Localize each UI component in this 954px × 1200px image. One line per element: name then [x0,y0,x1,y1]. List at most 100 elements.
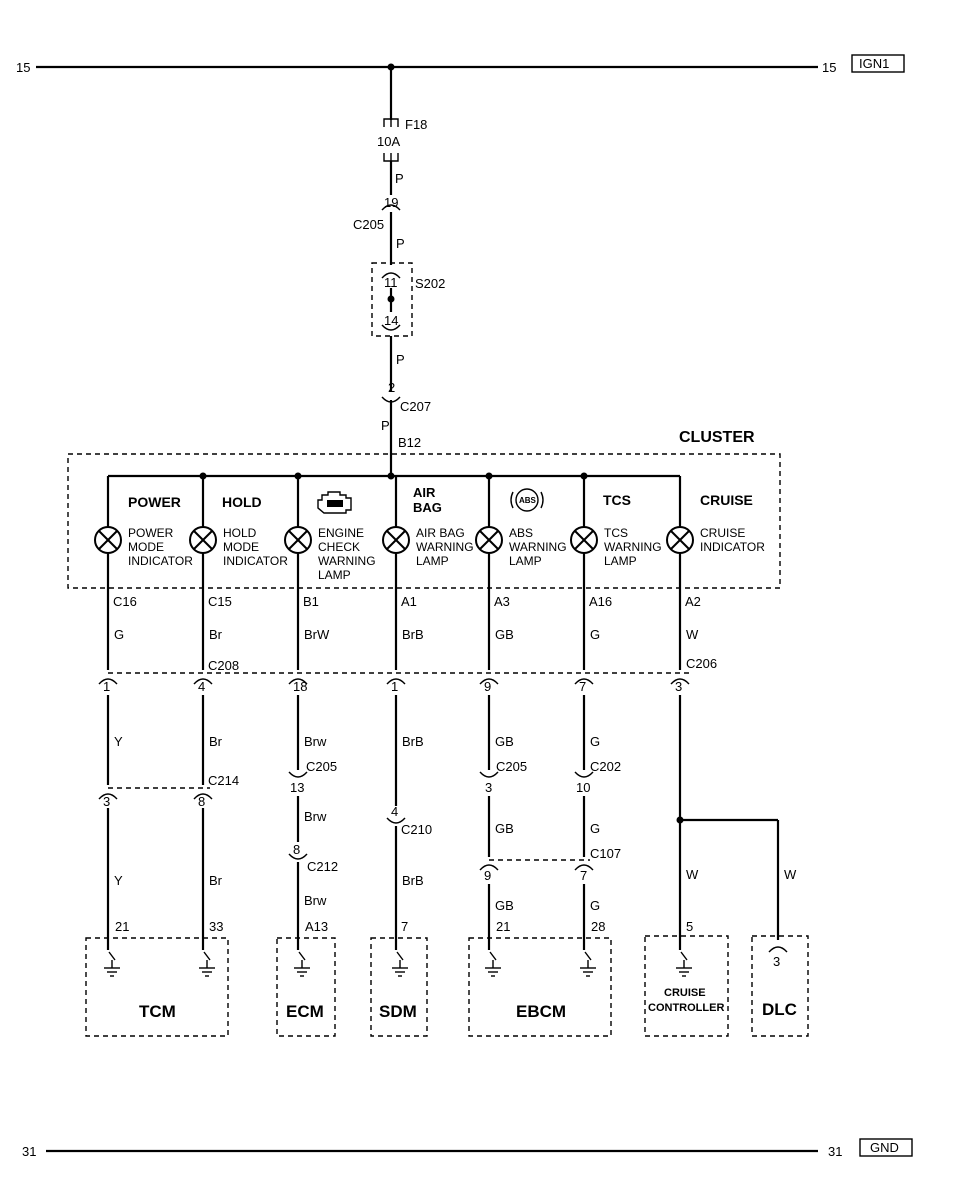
ground-icon [199,951,215,977]
lamp-bulb-icon [382,526,410,554]
lamp-label-hold-mode: INDICATOR [223,554,288,568]
c205-name: C205 [353,217,384,232]
row2-wire-color: G [590,821,600,836]
ign1-label: IGN1 [859,56,889,71]
sdm-module-box [370,937,428,1037]
row3-wire-color: Br [209,873,223,888]
lamp-heading-tcs: TCS [603,492,631,508]
tcm-pin-33: 33 [209,919,223,934]
lamp-heading-hold: HOLD [222,494,262,510]
c107-pin-9: 9 [484,868,491,883]
power-bus-number-right: 15 [822,60,836,75]
lamp-pin-air-bag: A1 [401,594,417,609]
lamp-wire-color-hold-mode: Br [209,627,223,642]
lamp-wire-color-air-bag: BrB [402,627,424,642]
c214-connector-icon [98,793,118,800]
lamp-label-air-bag: AIR BAG [416,526,465,540]
lamp-bulb-icon [666,526,694,554]
tcm-pin-21: 21 [115,919,129,934]
ign1-label-box [851,54,905,73]
row1-connector-icon [288,678,308,685]
ground-icon [485,951,501,977]
feed-wire-color-3: P [396,352,405,367]
lamp-bulb-icon [475,526,503,554]
cluster-lamps: POWERMODEINDICATORC16GHOLDMODEINDICATORC… [94,476,765,642]
lamp-label-hold-mode: MODE [223,540,259,554]
abs-icon: ABS [510,488,544,512]
row3-wire-color: GB [495,898,514,913]
row1-connector-icon [574,678,594,685]
lamp-wire-color-abs: GB [495,627,514,642]
c205-name-lower: C205 [306,759,337,774]
row1-connector-pin: 7 [579,679,586,694]
row1-wire-color: Br [209,734,223,749]
lamp-label-cruise: INDICATOR [700,540,765,554]
ground-bus-number-left: 31 [22,1144,36,1159]
fuse-name: F18 [405,117,427,132]
c208-c206-connector-row: C208 C206 [108,656,717,674]
c214-connector-icon [193,793,213,800]
row1-wire-color: G [590,734,600,749]
c205-connector-icon [381,204,401,211]
power-bus: 15 15 IGN1 [16,54,905,75]
lamp-pin-power-mode: C16 [113,594,137,609]
c210-pin: 4 [391,804,398,819]
ebcm-module-name: EBCM [516,1002,566,1021]
lamp-label-engine-check: CHECK [318,540,360,554]
row1-connector-icon [670,678,690,685]
lamp-label-abs: ABS [509,526,533,540]
cruise-controller-name-line2: CONTROLLER [648,1002,724,1014]
lamp-label-power-mode: POWER [128,526,174,540]
lamp-heading-power: POWER [128,494,181,510]
lamp-pin-cruise: A2 [685,594,701,609]
row1-wire-color: GB [495,734,514,749]
lamp-bulb-icon [94,526,122,554]
row1-connector-pin: 1 [391,679,398,694]
ground-icon [580,951,596,977]
engine-icon [317,491,352,514]
lamp-pin-engine-check: B1 [303,594,319,609]
lamp-heading-cruise: CRUISE [700,492,753,508]
lamp-label-tcs: LAMP [604,554,637,568]
fuse-rating: 10A [377,134,400,149]
row1-wire-color: Brw [304,734,327,749]
dlc-socket-icon [768,946,788,953]
lamp-wire-color-engine-check: BrW [304,627,330,642]
c202-name: C202 [590,759,621,774]
c205-connector-icon [288,771,308,778]
s202-name: S202 [415,276,445,291]
c210-connector-icon [386,817,406,824]
lamp-wire-color-tcs: G [590,627,600,642]
power-bus-number-left: 15 [16,60,30,75]
row1-connector-pin: 1 [103,679,110,694]
c202-pin-10: 10 [576,780,590,795]
c214-pin-8: 8 [198,794,205,809]
row2-wire-color: GB [495,821,514,836]
lamp-label-power-mode: MODE [128,540,164,554]
row3-wire-color: Brw [304,893,327,908]
c107-pin-7: 7 [580,868,587,883]
abs-icon-text: ABS [519,496,537,505]
c107-connector-icon [479,864,499,871]
c212-connector-icon [288,853,308,860]
row3-wire-color: G [590,898,600,913]
row1-connector-pin: 4 [198,679,205,694]
c214-pin-3: 3 [103,794,110,809]
sdm-pin-7: 7 [401,919,408,934]
lamp-label-cruise: CRUISE [700,526,745,540]
row3-wire-color: Y [114,873,123,888]
gnd-label: GND [870,1140,899,1155]
dlc-module-box [751,935,809,1037]
c212-pin: 8 [293,842,300,857]
lamp-label-engine-check: LAMP [318,568,351,582]
c205-pin-3: 3 [485,780,492,795]
c205-pin-13: 13 [290,780,304,795]
ground-icon [294,951,310,977]
s202-splice-dot [387,295,395,303]
c205-pin: 19 [384,195,398,210]
row3-wire-color: BrB [402,873,424,888]
ebcm-pin-21: 21 [496,919,510,934]
lamp-heading-bag-line2: BAG [413,500,442,515]
ground-bus-number-right: 31 [828,1144,842,1159]
c107-name: C107 [590,846,621,861]
